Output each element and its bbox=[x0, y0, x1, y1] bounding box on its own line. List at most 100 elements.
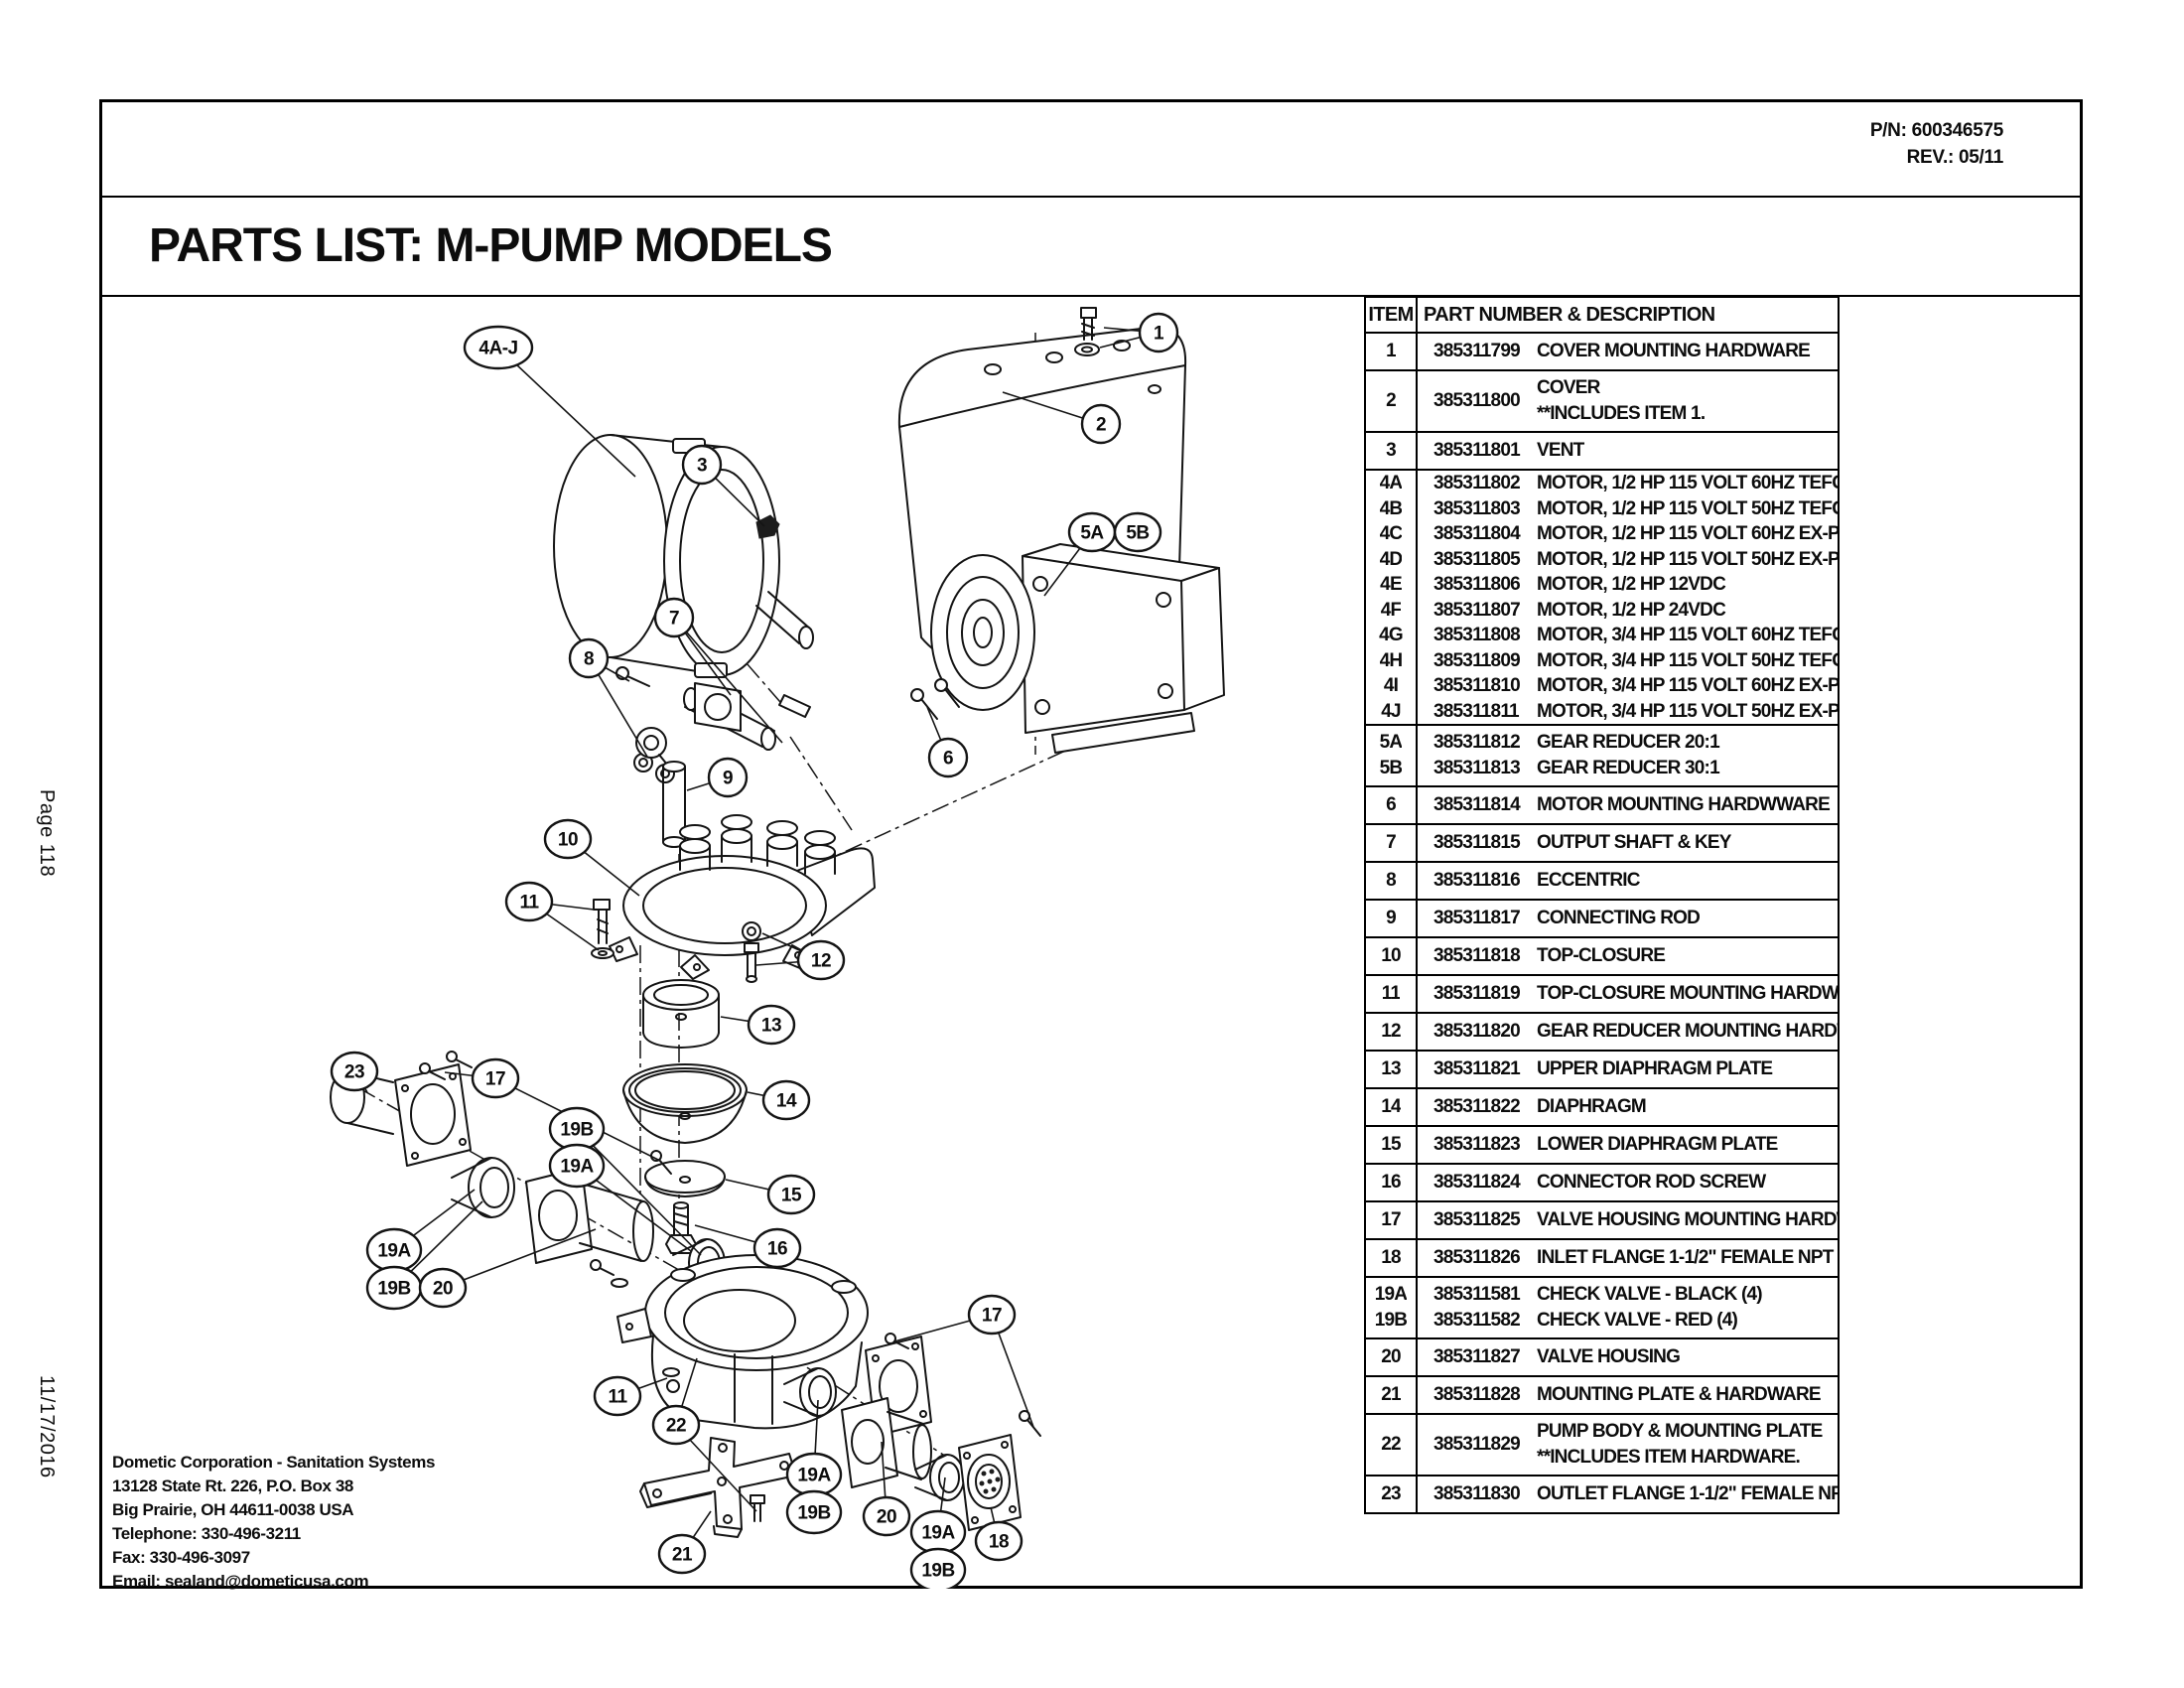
part-description: CONNECTING ROD bbox=[1537, 908, 1701, 928]
part-number: 385311803 bbox=[1433, 497, 1521, 519]
margin-page-label: Page 118 bbox=[36, 789, 58, 878]
callout-balloon bbox=[761, 1079, 811, 1121]
callout-balloon bbox=[796, 939, 846, 981]
callout-label: 23 bbox=[344, 1062, 364, 1083]
col-header-part-number-description: PART NUMBER & DESCRIPTION bbox=[1416, 296, 1840, 334]
leader-line bbox=[576, 1128, 702, 1256]
company-address-block: Dometic Corporation - Sanitation Systems… bbox=[112, 1451, 435, 1594]
callout-balloon bbox=[1113, 511, 1162, 553]
callout-label: 13 bbox=[761, 1016, 781, 1037]
item-number: 23 bbox=[1381, 1483, 1401, 1504]
item-number: 17 bbox=[1381, 1209, 1401, 1230]
item-number: 4B bbox=[1379, 497, 1403, 519]
part-description: CHECK VALVE - BLACK (4) bbox=[1537, 1284, 1763, 1305]
callout-label: 16 bbox=[767, 1239, 787, 1260]
part-number: 385311815 bbox=[1433, 832, 1521, 853]
part-number: 385311813 bbox=[1433, 758, 1521, 778]
callout-label: 22 bbox=[666, 1416, 686, 1437]
callout-label: 8 bbox=[584, 649, 594, 670]
part-number: 385311811 bbox=[1433, 700, 1520, 722]
valve-housing-left bbox=[525, 1167, 654, 1288]
callout-balloon bbox=[967, 1294, 1017, 1336]
item-number: 11 bbox=[1381, 983, 1401, 1004]
top-closure-part bbox=[609, 814, 876, 980]
item-number: 4G bbox=[1379, 625, 1403, 645]
item-number: 10 bbox=[1381, 945, 1401, 966]
gear-reducer-bolt bbox=[742, 921, 761, 983]
item-number: 4J bbox=[1381, 700, 1401, 722]
margin-date-label: 11/17/2016 bbox=[36, 1375, 58, 1478]
part-description: MOTOR, 1/2 HP 115 VOLT 60HZ EX-PROOF bbox=[1537, 523, 1838, 544]
part-description: VALVE HOUSING bbox=[1537, 1346, 1681, 1367]
vent-part bbox=[755, 514, 780, 539]
part-number: 385311818 bbox=[1433, 945, 1521, 966]
callout-balloon bbox=[548, 1143, 606, 1189]
callout-label: 4A-J bbox=[478, 339, 517, 359]
mounting-plate-part bbox=[639, 1437, 797, 1538]
part-description: PUMP BODY & MOUNTING PLATE bbox=[1537, 1421, 1823, 1442]
diaphragm-part bbox=[622, 1063, 748, 1144]
part-number: 385311800 bbox=[1433, 390, 1521, 411]
callout-balloon bbox=[1080, 403, 1122, 445]
table-row: 7 385311815 OUTPUT SHAFT & KEY bbox=[1364, 823, 1840, 863]
part-number: 385311808 bbox=[1433, 625, 1521, 645]
part-description: MOTOR, 3/4 HP 115 VOLT 50HZ EX-PROOF bbox=[1537, 700, 1838, 722]
item-number: 12 bbox=[1381, 1021, 1401, 1042]
part-description: MOTOR, 1/2 HP 115 VOLT 50HZ EX-PROOF bbox=[1537, 548, 1838, 570]
check-valve-left bbox=[451, 1157, 515, 1218]
part-description: MOTOR, 1/2 HP 115 VOLT 60HZ TEFC bbox=[1537, 473, 1838, 493]
part-number: 385311827 bbox=[1433, 1346, 1521, 1367]
item-number: 13 bbox=[1381, 1058, 1401, 1079]
part-number: 385311804 bbox=[1433, 523, 1521, 544]
callout-label: 6 bbox=[943, 749, 953, 770]
part-description: VENT bbox=[1537, 440, 1584, 461]
cover-screw-washer bbox=[1074, 307, 1100, 356]
callout-balloon bbox=[862, 1495, 911, 1537]
item-number: 22 bbox=[1381, 1434, 1401, 1455]
part-number: 385311820 bbox=[1433, 1021, 1521, 1042]
callout-balloon bbox=[681, 444, 723, 486]
callout-balloon bbox=[651, 1404, 701, 1446]
part-description: ECCENTRIC bbox=[1537, 870, 1640, 891]
item-number: 8 bbox=[1386, 870, 1396, 891]
item-number: 7 bbox=[1386, 832, 1396, 853]
callout-label: 2 bbox=[1096, 415, 1106, 436]
callout-label: 19B bbox=[797, 1503, 830, 1524]
callout-balloon bbox=[1138, 312, 1179, 353]
callout-balloon bbox=[927, 737, 969, 778]
callout-label: 3 bbox=[697, 456, 707, 477]
footer-line: Telephone: 330-496-3211 bbox=[112, 1524, 301, 1543]
callout-label: 5A bbox=[1080, 523, 1104, 544]
item-number: 5A bbox=[1379, 732, 1403, 753]
callout-label: 17 bbox=[485, 1069, 505, 1090]
callout-label: 19A bbox=[797, 1466, 831, 1486]
part-description: COVER bbox=[1537, 377, 1600, 398]
part-number: 385311819 bbox=[1433, 983, 1521, 1004]
part-description: MOTOR, 1/2 HP 115 VOLT 50HZ TEFC bbox=[1537, 497, 1838, 519]
leader-line bbox=[497, 347, 636, 478]
header-divider-line bbox=[99, 196, 2083, 198]
gear-reducer-part bbox=[930, 543, 1225, 754]
callout-balloon bbox=[568, 637, 610, 679]
part-description: MOTOR MOUNTING HARDWWARE bbox=[1537, 794, 1831, 815]
part-number: 385311822 bbox=[1433, 1096, 1521, 1117]
connecting-rod-part bbox=[635, 727, 686, 848]
item-number: 15 bbox=[1381, 1134, 1401, 1155]
housing-mount-screws-right bbox=[885, 1333, 1041, 1437]
callout-label: 21 bbox=[672, 1545, 693, 1566]
part-number-block: P/N: 600346575 REV.: 05/11 bbox=[1870, 117, 2003, 171]
part-description: OUTPUT SHAFT & KEY bbox=[1537, 832, 1731, 853]
item-number: 16 bbox=[1381, 1172, 1401, 1193]
title-divider-line bbox=[99, 295, 2083, 297]
part-description: GEAR REDUCER 30:1 bbox=[1537, 758, 1720, 778]
callout-label: 1 bbox=[1154, 324, 1164, 345]
col-header-item: ITEM bbox=[1364, 296, 1418, 334]
callout-label: 9 bbox=[723, 769, 733, 789]
